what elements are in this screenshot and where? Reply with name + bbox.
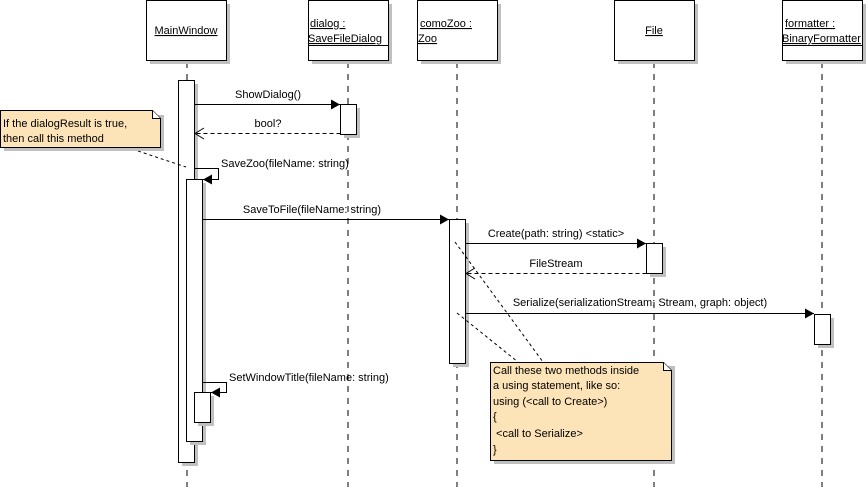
object-comozoo[interactable]: comoZoo : Zoo	[417, 0, 502, 65]
object-label: SaveFileDialog	[308, 33, 382, 45]
activation-mainwindow-savezoo	[186, 179, 206, 445]
note-text: a using statement, like so:	[493, 380, 620, 392]
message-create[interactable]: Create(path: string) <static>	[465, 228, 647, 249]
message-label: FileStream	[529, 258, 582, 270]
message-label: bool?	[255, 118, 282, 130]
message-filestream-return[interactable]: FileStream	[465, 258, 647, 280]
object-label: Zoo	[418, 33, 437, 45]
note-link-dialog-result	[137, 150, 187, 168]
note-text: <call to Serialize>	[493, 428, 583, 440]
note-text: Call these two methods inside	[493, 365, 639, 377]
message-label: Create(path: string) <static>	[488, 228, 624, 240]
message-label: ShowDialog()	[235, 89, 301, 101]
note-text: using (<call to Create>)	[493, 396, 607, 408]
message-serialize[interactable]: Serialize(serializationStream: Stream, g…	[465, 297, 815, 319]
object-label: BinaryFormatter	[782, 33, 861, 45]
message-save-to-file[interactable]: SaveToFile(fileName: string)	[202, 204, 450, 225]
object-file[interactable]: File	[614, 0, 699, 65]
object-label: File	[645, 25, 663, 37]
activation-mainwindow-setwindowtitle	[194, 392, 214, 426]
message-bool-return[interactable]: bool?	[194, 118, 341, 140]
object-mainwindow[interactable]: MainWindow	[146, 0, 231, 65]
object-label: MainWindow	[155, 25, 218, 37]
note-text: }	[493, 444, 497, 456]
object-dialog[interactable]: dialog : SaveFileDialog	[308, 0, 392, 65]
message-label: Serialize(serializationStream: Stream, g…	[513, 297, 767, 309]
note-using-statement: Call these two methods inside a using st…	[490, 362, 675, 464]
activation-file	[646, 243, 666, 277]
note-link-create	[454, 241, 544, 363]
message-set-window-title[interactable]: SetWindowTitle(fileName: string)	[202, 372, 389, 398]
activation-formatter	[814, 314, 834, 348]
message-save-zoo[interactable]: SaveZoo(fileName: string)	[194, 158, 349, 185]
object-formatter[interactable]: formatter : BinaryFormatter	[782, 0, 866, 65]
object-label: formatter :	[785, 18, 835, 30]
object-label: comoZoo :	[420, 18, 472, 30]
note-text: {	[493, 411, 497, 423]
note-dialog-result: If the dialogResult is true, then call t…	[0, 110, 164, 151]
object-label: dialog :	[310, 18, 345, 30]
message-show-dialog[interactable]: ShowDialog()	[194, 89, 341, 110]
message-label: SaveZoo(fileName: string)	[221, 158, 349, 170]
note-link-serialize	[456, 312, 519, 363]
message-label: SetWindowTitle(fileName: string)	[229, 372, 389, 384]
note-text: If the dialogResult is true,	[3, 118, 127, 130]
activation-comozoo	[449, 219, 469, 367]
message-label: SaveToFile(fileName: string)	[243, 204, 381, 216]
note-text: then call this method	[3, 133, 104, 145]
activation-dialog	[340, 104, 360, 138]
